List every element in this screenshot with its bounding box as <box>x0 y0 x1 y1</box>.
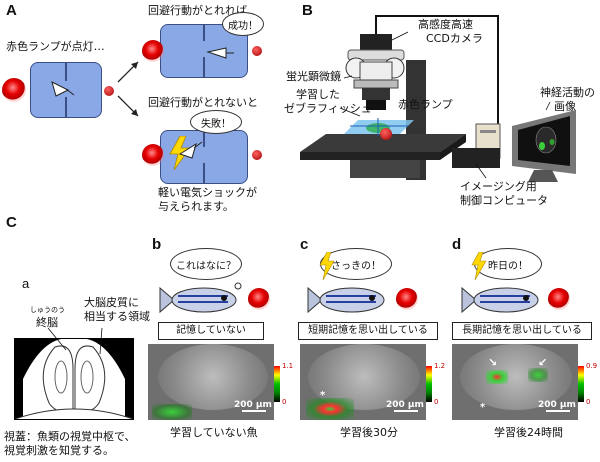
arrow-marker-left: ↘ <box>488 356 498 369</box>
red-lamp-b <box>248 288 270 310</box>
leader-lines-a <box>47 327 103 355</box>
red-lamp-fail <box>142 144 164 166</box>
panel-c-letter: C <box>6 214 17 231</box>
micrograph-b: 200 μm <box>148 344 274 420</box>
red-lamp-success <box>142 40 164 62</box>
scalebar-d <box>546 410 570 412</box>
star-c: * <box>320 390 326 401</box>
red-lamp-c <box>396 288 418 310</box>
scale-label-b: 200 μm <box>234 400 272 410</box>
arrow-marker-right: ↙ <box>538 356 548 369</box>
cortex-label-1: 大脳皮質に <box>84 296 139 309</box>
sub-d-letter: d <box>452 236 462 253</box>
fish-icon-fail <box>178 141 203 159</box>
sub-c-letter: c <box>300 236 309 253</box>
zebrafish-icon-d <box>461 286 539 314</box>
red-dot-success <box>252 46 262 56</box>
fish-icon-initial <box>51 81 75 97</box>
imaging-setup-illustration <box>300 15 576 182</box>
pc-label-2: 制御コンピュータ <box>460 194 548 207</box>
shock-text-line2: 与えられます。 <box>158 200 234 213</box>
lightning-bolt-icon-c <box>319 252 335 280</box>
status-tag-c: 短期記憶を思い出している <box>298 322 438 340</box>
colorbar-c-max: 1.2 <box>434 362 446 370</box>
red-dot-initial <box>104 86 114 96</box>
cortex-label-2: 相当する領域 <box>84 310 150 323</box>
status-tag-d: 長期記憶を思い出している <box>452 322 592 340</box>
neural-image-label-1: 神経活動の <box>540 86 595 99</box>
fish-label-1: 学習した <box>296 88 340 101</box>
scale-label-d: 200 μm <box>538 400 576 410</box>
scalebar-b <box>242 410 266 412</box>
neural-image-label-2: 画像 <box>554 100 576 113</box>
sub-a-letter: a <box>22 276 30 291</box>
red-dot-fail <box>252 150 262 160</box>
brain-glow-b <box>158 344 268 410</box>
zebrafish-icon-c <box>307 286 385 314</box>
microscope-label: 蛍光顕微鏡 <box>286 70 341 83</box>
colorbar-d-min: 0 <box>586 398 591 406</box>
shock-text-line1: 軽い電気ショックが <box>158 186 257 199</box>
success-condition-label: 回避行動がとれれば <box>148 4 247 17</box>
caption-d: 学習後24時間 <box>494 426 563 439</box>
colorbar-b-max: 1.1 <box>282 362 294 370</box>
tank-divider-top <box>65 63 67 81</box>
colorbar-c <box>426 366 432 402</box>
micrograph-d: ↘ ↙ * 200 μm <box>452 344 578 420</box>
tectum-label-2: 視覚刺激を知覚する。 <box>4 444 114 457</box>
red-lamp-dot-setup <box>380 128 392 140</box>
lightning-bolt-icon-d <box>471 252 487 280</box>
colorbar-b-min: 0 <box>282 398 287 406</box>
fish-icon-success <box>206 47 234 59</box>
tank-divider-bottom <box>65 97 67 117</box>
brain-glow-d <box>460 344 572 410</box>
red-lamp-initial <box>2 78 26 102</box>
activity-region-c <box>306 398 354 420</box>
scale-label-c: 200 μm <box>386 400 424 410</box>
colorbar-c-min: 0 <box>434 398 439 406</box>
colorbar-d-max: 0.9 <box>586 362 598 370</box>
brain-diagram-svg <box>15 339 133 419</box>
branch-arrows <box>117 61 139 117</box>
activity-region-b <box>152 404 192 420</box>
tank-fail-divider-top <box>203 131 205 147</box>
panel-b-letter: B <box>302 2 313 19</box>
activity-region-d-left <box>486 370 508 384</box>
red-lamp-label: 赤色ランプ <box>398 98 453 111</box>
fail-condition-label: 回避行動がとれないと <box>148 96 258 109</box>
tank-success-divider-top <box>203 25 205 41</box>
colorbar-d <box>578 366 584 402</box>
camera-label-1: 高感度高速 <box>418 18 473 31</box>
red-lamp-d <box>548 288 570 310</box>
tank-fail-divider-bottom <box>203 163 205 183</box>
sub-b-letter: b <box>152 236 162 253</box>
star-d: * <box>480 402 486 413</box>
fail-bubble: 失敗！ <box>190 110 242 134</box>
zebrafish-icon-b <box>159 282 242 314</box>
pc-label-1: イメージング用 <box>460 180 537 193</box>
fish-label-2: ゼブラフィッシュ <box>284 102 372 115</box>
tectum-label-1: 視蓋：魚類の視覚中枢で、 <box>4 430 136 443</box>
tank-success-divider-bottom <box>203 57 205 77</box>
success-bubble: 成功！ <box>222 12 264 36</box>
status-tag-b: 記憶していない <box>158 322 264 340</box>
panel-a-letter: A <box>6 2 17 19</box>
scalebar-c <box>394 410 418 412</box>
telencephalon-ruby: しゅうのう <box>30 306 65 314</box>
activity-region-d-right <box>528 368 548 382</box>
lamp-on-label: 赤色ランプが点灯… <box>6 40 105 53</box>
caption-b: 学習していない魚 <box>170 426 258 439</box>
colorbar-b <box>274 366 280 402</box>
caption-c: 学習後30分 <box>340 426 398 439</box>
brain-diagram <box>14 338 134 420</box>
tank-initial <box>30 62 102 118</box>
bubble-d: 昨日の！ <box>474 248 542 280</box>
lightning-bolt-icon <box>169 136 191 170</box>
bubble-b: これはなに？ <box>170 248 242 280</box>
telencephalon-label: 終脳 <box>36 316 58 329</box>
micrograph-c: * 200 μm <box>300 344 426 420</box>
camera-label-2: CCDカメラ <box>426 32 483 45</box>
